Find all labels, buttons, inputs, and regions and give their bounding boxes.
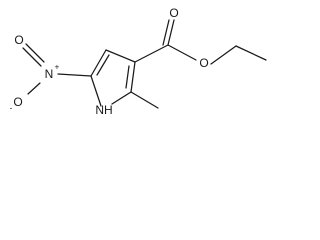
bond-carbonyl-c-ether-o	[167, 44, 197, 61]
bond-nitro-n-o-double-b	[25, 43, 45, 63]
bond-ch2-ch3	[235, 45, 267, 61]
bond-ring-c5-c4	[90, 49, 107, 77]
chemical-structure-diagram: O N + O - NH O O	[10, 6, 267, 117]
ester-ether-oxygen-label: O	[199, 56, 208, 70]
bond-lines	[22, 19, 267, 109]
bond-ring-c2-n1	[111, 91, 132, 105]
bond-c5-nitro-n	[57, 73, 92, 77]
bond-ring-c3-c2	[130, 61, 136, 93]
atom-labels: O N + O - NH O O	[10, 6, 209, 117]
bond-ring-n1-c5	[90, 75, 102, 107]
bond-carbonyl-double-a	[167, 19, 175, 46]
bond-ring-c3-c2-double	[125, 65, 130, 89]
nitro-oxygen-charge: -	[10, 104, 13, 113]
nitro-oxygen-double-label: O	[14, 33, 23, 47]
bond-ring-c4-c3	[105, 49, 136, 63]
nitro-nitrogen-charge: +	[55, 63, 60, 72]
nitro-oxygen-single-label: O	[13, 95, 22, 109]
nitro-nitrogen-label: N	[45, 67, 54, 81]
bond-ring-c5-c4-double	[96, 54, 110, 76]
bond-c3-carbonyl-c	[134, 44, 169, 63]
bond-c2-methyl	[130, 91, 159, 109]
ester-carbonyl-oxygen-label: O	[169, 6, 178, 20]
bond-nitro-n-o-double-a	[22, 47, 42, 67]
bond-nitro-n-o-single	[27, 82, 41, 95]
bond-ether-o-ch2	[210, 45, 237, 65]
bond-carbonyl-double-b	[162, 19, 170, 46]
ring-nh-label: NH	[95, 103, 112, 117]
